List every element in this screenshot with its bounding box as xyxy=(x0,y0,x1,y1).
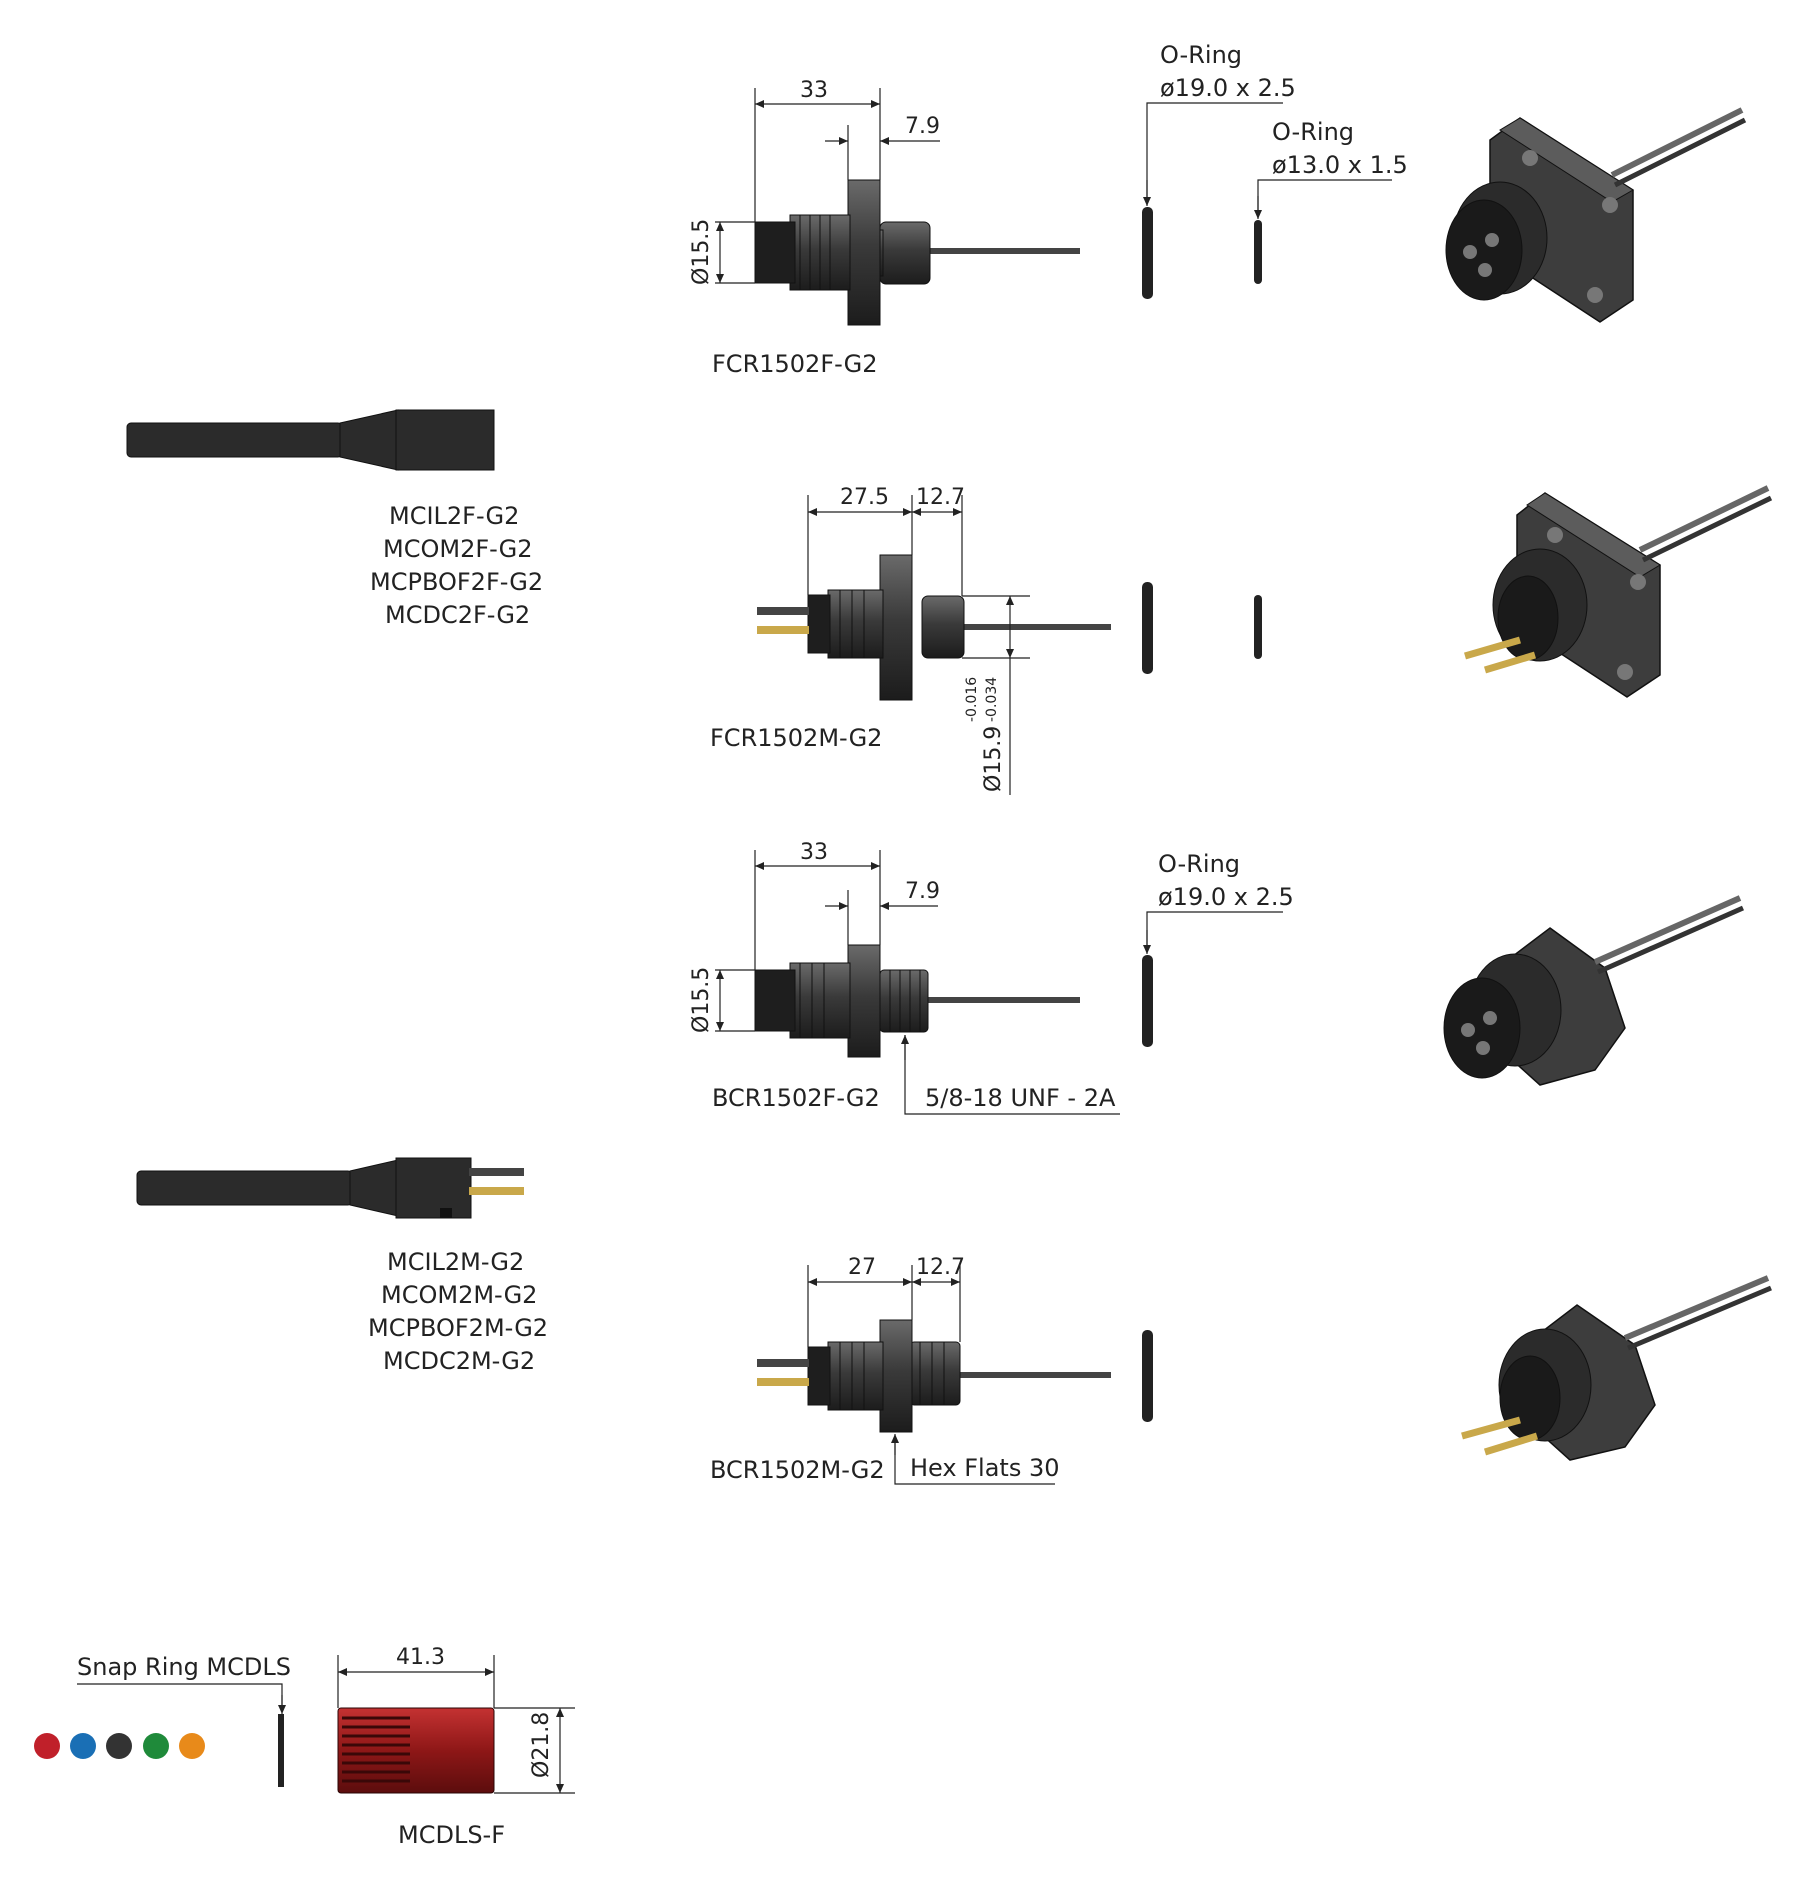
snap-ring-drawing: Snap Ring MCDLS xyxy=(34,1653,291,1787)
bcr1502m-iso-view xyxy=(1461,1275,1772,1461)
bcr-m-length-dim: 27 xyxy=(848,1255,876,1280)
o-ring-19-row3: O-Ring ø19.0 x 2.5 xyxy=(1142,850,1294,1047)
o-ring-2-title: O-Ring xyxy=(1272,118,1354,146)
bcr1502m-drawing: 27 12.7 Hex Flats 30 BCR1502M-G2 xyxy=(710,1255,1111,1485)
fcr-m-tol-lower: -0.034 xyxy=(984,677,1000,722)
mcdls-diameter-dim: Ø21.8 xyxy=(529,1712,554,1778)
snap-ring-label: Snap Ring MCDLS xyxy=(77,1653,291,1681)
cable-m-part-2: MCOM2M-G2 xyxy=(381,1281,537,1309)
o-ring-13-drawing: O-Ring ø13.0 x 1.5 xyxy=(1254,118,1408,284)
o-ring-2-size: ø13.0 x 1.5 xyxy=(1272,151,1408,179)
o-ring-3-title: O-Ring xyxy=(1158,850,1240,878)
snap-ring-black-swatch xyxy=(106,1733,132,1759)
cable-m-part-1: MCIL2M-G2 xyxy=(387,1248,524,1276)
cable-f-part-3: MCPBOF2F-G2 xyxy=(370,568,543,596)
snap-ring-blue-swatch xyxy=(70,1733,96,1759)
o-rings-row2 xyxy=(1142,582,1262,674)
snap-ring-red-swatch xyxy=(34,1733,60,1759)
fcr1502m-drawing: 27.5 12.7 Ø15.9 -0.016 -0.034 FCR1502M-G… xyxy=(710,485,1111,795)
bcr-m-part-label: BCR1502M-G2 xyxy=(710,1456,885,1484)
bcr-f-length-dim: 33 xyxy=(800,840,828,865)
snap-ring-orange-swatch xyxy=(179,1733,205,1759)
fcr-f-length-dim: 33 xyxy=(800,78,828,103)
bcr1502f-iso-view xyxy=(1443,895,1745,1086)
fcr-m-length-dim: 27.5 xyxy=(840,485,889,510)
mcdls-part-label: MCDLS-F xyxy=(398,1821,505,1849)
fcr-m-tol-upper: -0.016 xyxy=(964,677,980,722)
cable-f-part-1: MCIL2F-G2 xyxy=(389,502,519,530)
fcr-m-flange-dim: 12.7 xyxy=(916,485,965,510)
cable-m-part-3: MCPBOF2M-G2 xyxy=(368,1314,548,1342)
o-ring-3-size: ø19.0 x 2.5 xyxy=(1158,883,1294,911)
o-ring-1-size: ø19.0 x 2.5 xyxy=(1160,74,1296,102)
cable-f-part-4: MCDC2F-G2 xyxy=(385,601,530,629)
cable-f-part-2: MCOM2F-G2 xyxy=(383,535,533,563)
bcr1502f-drawing: 33 7.9 Ø15.5 5/8-18 UNF - 2A BCR1502F-G2 xyxy=(689,840,1120,1115)
fcr-f-part-label: FCR1502F-G2 xyxy=(712,350,878,378)
o-ring-1-title: O-Ring xyxy=(1160,41,1242,69)
fcr-f-diameter-dim: Ø15.5 xyxy=(689,219,714,285)
snap-ring-green-swatch xyxy=(143,1733,169,1759)
bcr-f-flange-dim: 7.9 xyxy=(905,879,940,904)
bcr-m-hex-label: Hex Flats 30 xyxy=(910,1454,1059,1482)
bcr-f-part-label: BCR1502F-G2 xyxy=(712,1084,880,1112)
fcr1502f-iso-view xyxy=(1445,107,1747,323)
cable-male-drawing: MCIL2M-G2 MCOM2M-G2 MCPBOF2M-G2 MCDC2M-G… xyxy=(136,1157,548,1375)
o-ring-19-drawing: O-Ring ø19.0 x 2.5 xyxy=(1142,41,1296,299)
fcr-m-diameter-dim: Ø15.9 xyxy=(981,726,1006,792)
mcdls-length-dim: 41.3 xyxy=(396,1645,445,1670)
o-ring-row4 xyxy=(1142,1330,1153,1422)
bcr-f-diameter-dim: Ø15.5 xyxy=(689,967,714,1033)
bcr-m-flange-dim: 12.7 xyxy=(916,1255,965,1280)
fcr1502f-drawing: 33 7.9 Ø15.5 FCR1502F-G2 xyxy=(689,78,1080,378)
mcdls-sleeve-drawing: 41.3 Ø21.8 MCDLS-F xyxy=(337,1645,575,1849)
fcr-f-flange-dim: 7.9 xyxy=(905,114,940,139)
cable-m-part-4: MCDC2M-G2 xyxy=(383,1347,535,1375)
fcr-m-part-label: FCR1502M-G2 xyxy=(710,724,882,752)
fcr1502m-iso-view xyxy=(1464,485,1773,698)
bcr-f-thread-label: 5/8-18 UNF - 2A xyxy=(925,1084,1116,1112)
cable-female-drawing: MCIL2F-G2 MCOM2F-G2 MCPBOF2F-G2 MCDC2F-G… xyxy=(126,409,543,629)
